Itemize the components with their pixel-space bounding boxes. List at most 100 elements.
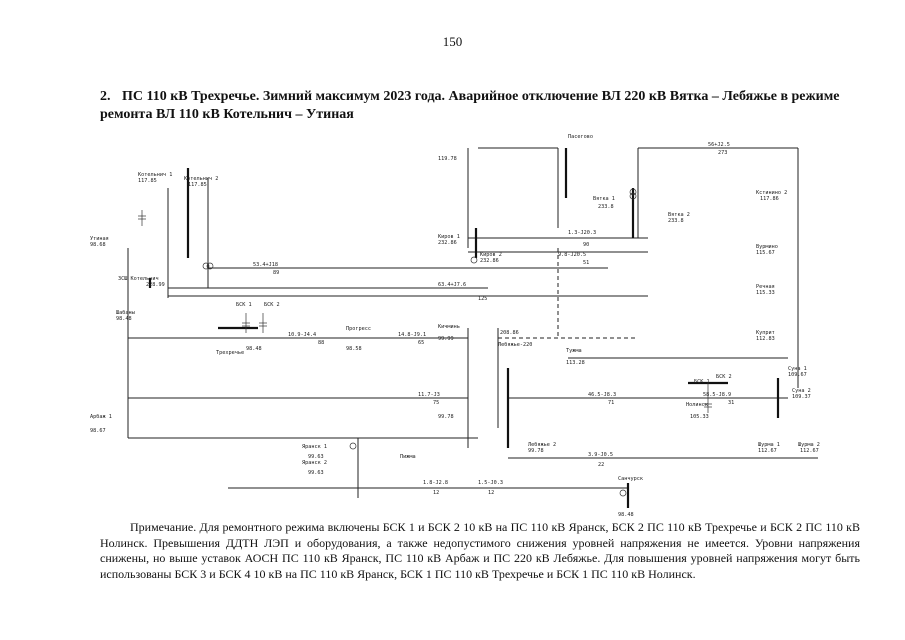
- line-flow-label: 56+J2.5: [708, 142, 730, 148]
- station-label: Суна 2: [792, 388, 811, 394]
- transformer-icon: [349, 442, 357, 450]
- station-voltage: 109.37: [792, 394, 811, 400]
- station-voltage: 208.86: [500, 330, 519, 336]
- station-voltage: 98.48: [246, 346, 262, 352]
- station-label: Кичминь: [438, 324, 460, 330]
- station-voltage: 112.83: [756, 336, 775, 342]
- station-voltage: 113.28: [566, 360, 585, 366]
- transformer-icon: [202, 262, 210, 270]
- station-label: Шурма 2: [798, 442, 820, 448]
- station-voltage: 99.63: [308, 454, 324, 460]
- station-label: Прогресс: [346, 326, 371, 332]
- line-id-label: 65: [418, 340, 424, 346]
- station-label: Трехречье: [216, 350, 244, 356]
- heading-text: ПС 110 кВ Трехречье. Зимний максимум 202…: [100, 89, 840, 122]
- station-voltage: 98.48: [116, 316, 132, 322]
- line-flow-label: 11.7-J3: [418, 392, 440, 398]
- station-voltage: 98.68: [90, 242, 106, 248]
- station-label: Арбаж 1: [90, 413, 112, 420]
- line-flow-label: 14.8-J9.1: [398, 332, 426, 338]
- line-id-label: 22: [598, 462, 604, 468]
- page-number: 150: [442, 34, 463, 49]
- line-id-label: 12: [488, 490, 494, 496]
- power-grid-scheme: Котельнич 1 117.85 Котельнич 2 117.85 Ут…: [90, 134, 820, 518]
- line-flow-label: 46.5-J8.3: [588, 392, 616, 398]
- line-flow-label: 1.5-J0.3: [478, 480, 503, 486]
- station-label: Куприт: [756, 330, 775, 336]
- station-voltage: 98.67: [90, 428, 106, 434]
- line-id-label: 88: [318, 340, 324, 346]
- device-label: БСК 2: [264, 302, 280, 308]
- station-voltage: 109.67: [788, 372, 807, 378]
- station-voltage: 232.86: [438, 240, 457, 246]
- line-flow-label: 58.5-J8.9: [703, 392, 731, 398]
- transformer-icon: [619, 489, 627, 497]
- line-flow-label: 9.8-J20.5: [558, 252, 586, 258]
- station-voltage: 99.78: [528, 448, 544, 454]
- device-label: БСК 1: [236, 302, 252, 308]
- station-label: Яранск 1: [302, 444, 327, 450]
- transformer-icon: [629, 188, 637, 196]
- station-voltage: 112.67: [800, 448, 819, 454]
- station-label: Котельнич 1: [138, 172, 172, 178]
- station-voltage: 119.78: [438, 156, 457, 162]
- station-voltage: 98.48: [618, 512, 634, 518]
- line-flow-label: 3.9-J0.5: [588, 452, 613, 458]
- line-id-label: 31: [728, 400, 734, 406]
- page-heading: 2.ПС 110 кВ Трехречье. Зимний максимум 2…: [100, 88, 860, 124]
- station-label: Яранск 2: [302, 460, 327, 466]
- note-paragraph: Примечание. Для ремонтного режима включе…: [100, 520, 860, 581]
- station-voltage: 99.63: [308, 470, 324, 476]
- station-label: Вятка 1: [593, 196, 615, 202]
- capacitor-bank-icon: [138, 210, 146, 226]
- line-id-label: 125: [478, 296, 487, 302]
- capacitor-bank-icon: [242, 313, 250, 333]
- line-flow-label: 53.4+J18: [253, 262, 278, 268]
- station-label: Пасегово: [568, 134, 593, 140]
- station-label: Пижма: [400, 454, 416, 460]
- line-id-label: 12: [433, 490, 439, 496]
- device-label: БСК 1: [694, 379, 710, 385]
- device-label: БСК 2: [716, 374, 732, 380]
- heading-number: 2.: [100, 89, 111, 104]
- station-label: Тужма: [566, 348, 582, 354]
- station-label: Утиная: [90, 236, 109, 242]
- station-voltage: 115.33: [756, 290, 775, 296]
- station-voltage: 98.58: [346, 346, 362, 352]
- station-voltage: 117.85: [188, 182, 207, 188]
- station-label: Шабаны: [116, 309, 135, 316]
- line-flow-label: 10.9-J4.4: [288, 332, 316, 338]
- transformer-icon: [206, 262, 214, 270]
- station-label: Вятка 2: [668, 212, 690, 218]
- station-label: Лебяжье-220: [498, 341, 532, 348]
- line-id-label: 273: [718, 150, 727, 156]
- station-label: Котельнич 2: [184, 176, 218, 182]
- line-id-label: 90: [583, 242, 589, 248]
- station-voltage: 117.85: [138, 178, 157, 184]
- station-voltage: 99.99: [438, 336, 454, 342]
- station-label: Лебяжье 2: [528, 441, 556, 448]
- station-label: Вурмино: [756, 244, 778, 250]
- station-voltage: 233.8: [598, 204, 614, 210]
- capacitor-bank-icon: [259, 313, 267, 333]
- station-label: Киров 1: [438, 234, 460, 240]
- station-label: Нолинск: [686, 402, 709, 408]
- station-label: Речная: [756, 284, 775, 290]
- line-id-label: 89: [273, 270, 279, 276]
- station-label: Кстинино 2: [756, 190, 787, 196]
- station-voltage: 99.78: [438, 414, 454, 420]
- station-label: Киров 2: [480, 252, 502, 258]
- station-voltage: 228.99: [146, 282, 165, 288]
- line-flow-label: 63.4+J7.6: [438, 282, 466, 288]
- line-id-label: 75: [433, 400, 439, 406]
- transformer-icon: [629, 192, 637, 200]
- station-voltage: 232.86: [480, 258, 499, 264]
- station-voltage: 117.86: [760, 196, 779, 202]
- station-label: Шурма 1: [758, 442, 780, 448]
- station-voltage: 112.67: [758, 448, 777, 454]
- line-flow-label: 1.3-J20.3: [568, 230, 596, 236]
- station-voltage: 233.8: [668, 218, 684, 224]
- capacitor-bank-icon: [704, 383, 712, 413]
- line-flow-label: 1.8-J2.8: [423, 480, 448, 486]
- transformer-icon: [470, 256, 478, 264]
